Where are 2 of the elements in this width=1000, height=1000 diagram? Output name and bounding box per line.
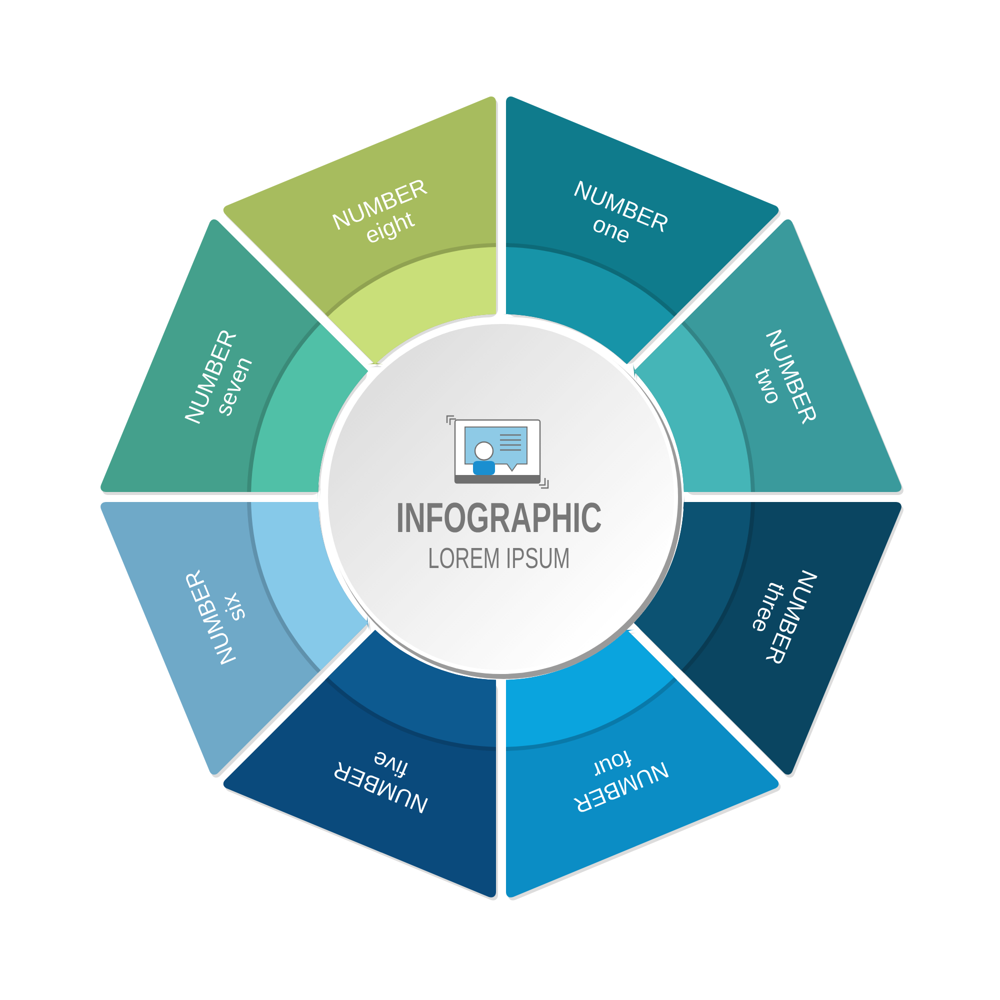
heading: INFOGRAPHIC <box>398 502 602 532</box>
subtitle: LOREM IPSUM <box>430 548 568 568</box>
